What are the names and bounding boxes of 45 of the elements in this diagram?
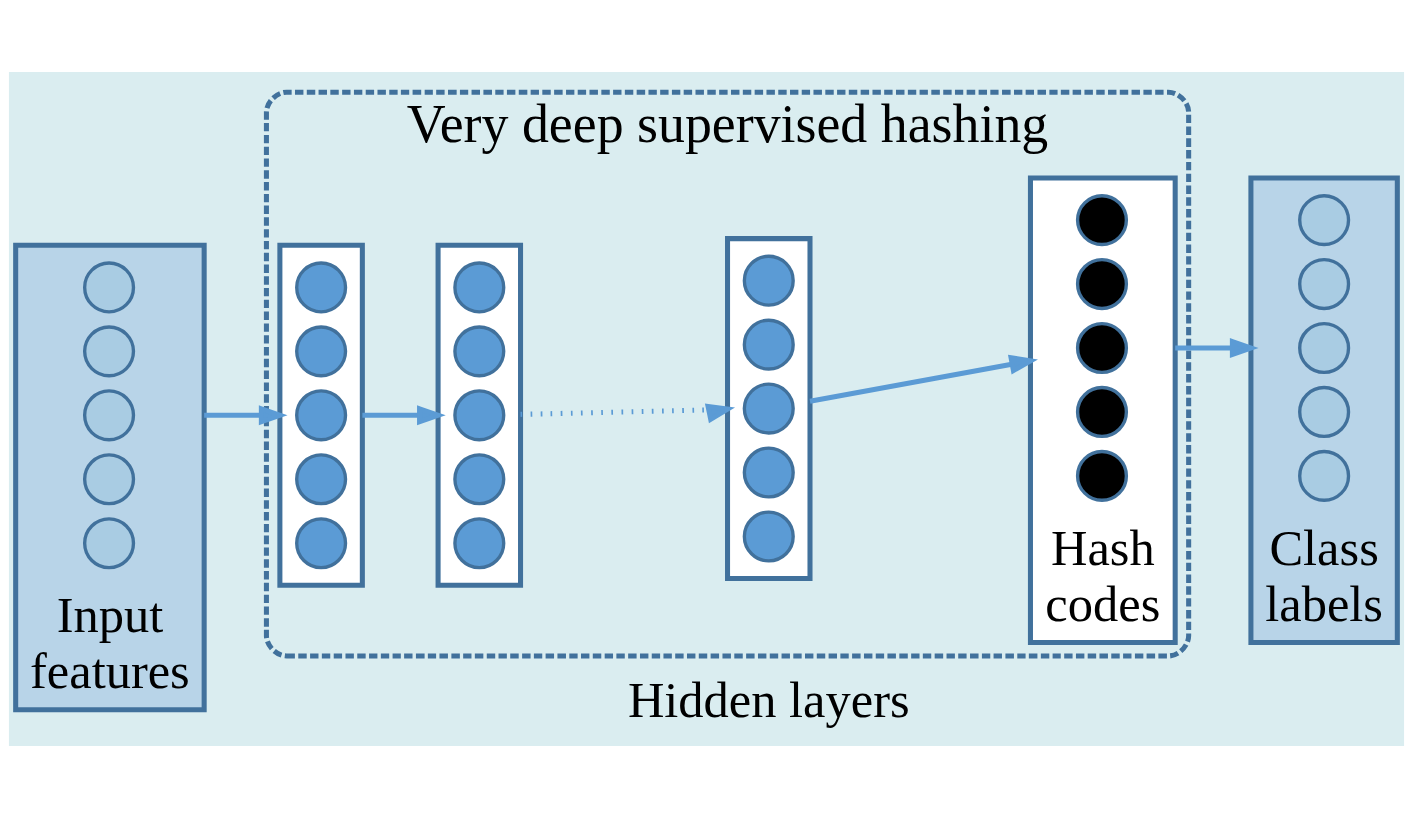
node-circle (1075, 321, 1129, 375)
node-circle (1298, 257, 1351, 311)
cluster (1027, 175, 1178, 646)
node-circle (453, 517, 506, 570)
node-label: Class labels (1265, 520, 1383, 632)
node-circle (295, 325, 348, 378)
node-circle (742, 446, 795, 499)
node-circle (83, 325, 136, 378)
arrow (520, 403, 736, 424)
node-circle (1298, 449, 1351, 502)
node-circle (1075, 257, 1129, 311)
node-circle (453, 325, 506, 378)
cluster (13, 242, 207, 713)
label: Hidden layers (627, 672, 910, 729)
node-circle (453, 389, 506, 442)
node-circle (1075, 449, 1129, 502)
cluster (725, 236, 813, 582)
node-circle (742, 318, 795, 371)
cluster (435, 242, 524, 588)
arrow (1175, 337, 1259, 359)
node-circle (742, 510, 795, 563)
arrow (809, 354, 1038, 404)
node-circle (83, 261, 136, 314)
node-circle (1075, 385, 1129, 439)
node-circle (1298, 194, 1351, 247)
node-label: Input features (30, 587, 190, 699)
node-circle (295, 389, 348, 442)
node-circle (1075, 194, 1129, 247)
node-circle (453, 261, 506, 314)
node-circle (295, 517, 348, 570)
node-circle (742, 254, 795, 307)
node-circle (1298, 385, 1351, 439)
arrow (362, 405, 446, 426)
arrow (204, 405, 288, 426)
node-circle (453, 453, 506, 506)
node-circle (83, 453, 136, 506)
node-circle (83, 389, 136, 442)
node-circle (742, 382, 795, 435)
cluster (1248, 175, 1400, 646)
node-circle (295, 261, 348, 314)
node-circle (295, 453, 348, 506)
node-circle (1298, 321, 1351, 375)
cluster (277, 242, 365, 588)
node-label: Hash codes (1045, 520, 1161, 632)
node-circle (83, 517, 136, 570)
